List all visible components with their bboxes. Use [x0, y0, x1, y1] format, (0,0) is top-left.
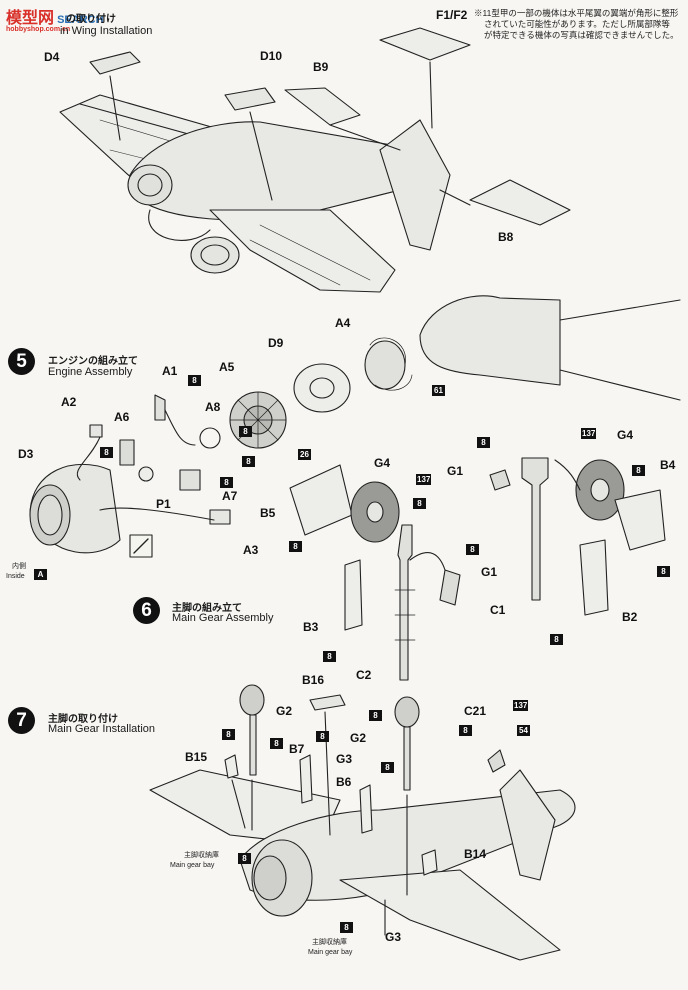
part-d4: D4 [44, 50, 60, 64]
part-b14: B14 [464, 847, 487, 861]
step5-title-en: Engine Assembly [48, 366, 133, 378]
part-a4: A4 [335, 316, 351, 330]
part-p1: P1 [156, 497, 171, 511]
gear-bay-code: 8 [238, 853, 251, 864]
code-badge: 8 [413, 498, 426, 509]
code-badge: 8 [289, 541, 302, 552]
part-f1f2: F1/F2 [436, 8, 468, 22]
part-b3: B3 [303, 620, 319, 634]
code-badge: 8 [369, 710, 382, 721]
step6-gear [289, 457, 666, 681]
note-line-1: ※11型甲の一部の機体は水平尾翼の翼端が角形に整形 [474, 8, 679, 18]
code-badge: 8 [459, 725, 472, 736]
part-b16: B16 [302, 673, 325, 687]
step7-aircraft [149, 684, 576, 961]
part-g4: G4 [374, 456, 391, 470]
gear-bay-label-jp: 主脚収納庫 [312, 939, 347, 946]
inside-label-en: Inside [6, 573, 25, 580]
gear-bay-code: 8 [340, 922, 353, 933]
code-badge: 8 [477, 437, 490, 448]
gear-bay-label-en: Main gear bay [308, 949, 353, 956]
step6-title-en: Main Gear Assembly [172, 612, 274, 624]
code-badge: 8 [323, 651, 336, 662]
part-b7: B7 [289, 742, 305, 756]
code-badge: 8 [222, 729, 235, 740]
part-b9: B9 [313, 60, 329, 74]
part-b4: B4 [660, 458, 676, 472]
part-b6: B6 [336, 775, 352, 789]
part-g1: G1 [447, 464, 464, 478]
part-g2: G2 [350, 731, 367, 745]
code-badge: 8 [466, 544, 479, 555]
part-g3: G3 [336, 752, 353, 766]
part-d10: D10 [260, 49, 283, 63]
code-badge: 8 [188, 375, 201, 386]
step6-title-jp: 主脚の組み立て [172, 603, 242, 614]
code-badge: 8 [316, 731, 329, 742]
part-b8: B8 [498, 230, 514, 244]
code-badge: 137 [416, 474, 432, 485]
part-d9: D9 [268, 336, 284, 350]
part-d3: D3 [18, 447, 34, 461]
part-a1: A1 [162, 364, 178, 378]
code-badge: 8 [657, 566, 670, 577]
code-badge: 26 [298, 449, 311, 460]
part-g4: G4 [617, 428, 634, 442]
part-a6: A6 [114, 410, 130, 424]
part-a8: A8 [205, 400, 221, 414]
code-badge: 137 [513, 700, 529, 711]
part-g1: G1 [481, 565, 498, 579]
step5-title-jp: エンジンの組み立て [48, 356, 138, 367]
inside-code: A [34, 569, 47, 580]
inside-label-jp: 内側 [12, 563, 26, 570]
part-a3: A3 [243, 543, 259, 557]
code-badge: 8 [220, 477, 233, 488]
part-b5: B5 [260, 506, 276, 520]
code-badge: 61 [432, 385, 445, 396]
code-badge: 8 [242, 456, 255, 467]
code-badge: 8 [100, 447, 113, 458]
part-g2: G2 [276, 704, 293, 718]
note-line-2: されていた可能性があります。ただし所属部隊等 [484, 19, 670, 29]
step6-number: 6 [133, 597, 160, 624]
step7-title-jp: 主脚の取り付け [48, 714, 118, 725]
part-c2: C2 [356, 668, 372, 682]
code-badge: 8 [632, 465, 645, 476]
part-b15: B15 [185, 750, 208, 764]
code-badge: 8 [381, 762, 394, 773]
code-badge: 137 [581, 428, 597, 439]
step4-title-jp: の取り付け [66, 14, 116, 25]
code-badge: 8 [239, 426, 252, 437]
watermark-logo: 模型网 SEARCH hobbyshop.com.cn [6, 10, 104, 33]
step5-engine [29, 295, 681, 558]
step5-number: 5 [8, 348, 35, 375]
part-c21: C21 [464, 704, 487, 718]
code-badge: 54 [517, 725, 530, 736]
part-g3: G3 [385, 930, 402, 944]
code-badge: 8 [270, 738, 283, 749]
gear-bay-label-jp: 主脚収納庫 [184, 852, 219, 859]
part-a7: A7 [222, 489, 238, 503]
gear-bay-label-en: Main gear bay [170, 862, 215, 869]
step7-title-en: Main Gear Installation [48, 723, 155, 735]
code-badge: 8 [550, 634, 563, 645]
part-a5: A5 [219, 360, 235, 374]
part-b2: B2 [622, 610, 638, 624]
step4-aircraft [59, 27, 571, 293]
step7-number: 7 [8, 707, 35, 734]
part-a2: A2 [61, 395, 77, 409]
step4-title-en: in Wing Installation [60, 25, 153, 37]
part-c1: C1 [490, 603, 506, 617]
note-line-3: が特定できる機体の写真は確認できませんでした。 [484, 30, 679, 40]
